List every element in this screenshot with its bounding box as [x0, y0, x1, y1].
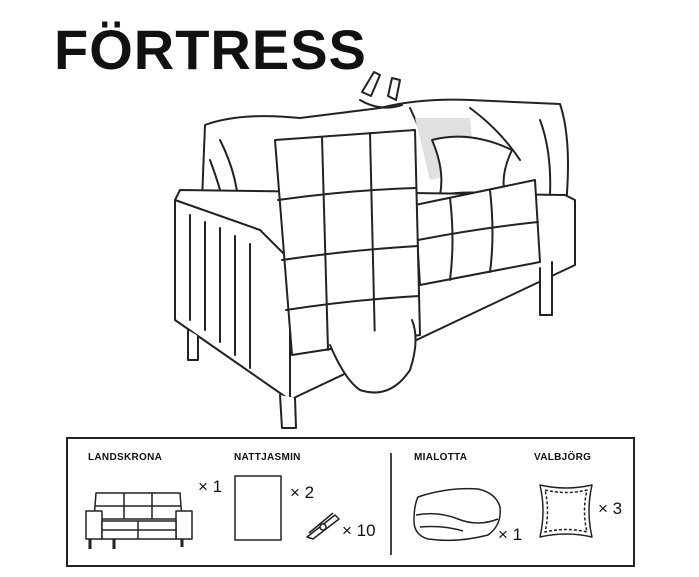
clothespin-icon	[306, 512, 340, 540]
part-label-valbjorg: VALBJÖRG	[534, 452, 592, 463]
qty-mialotta: × 1	[498, 525, 523, 544]
part-label-landskrona: LANDSKRONA	[88, 452, 163, 463]
mattress-icon	[234, 475, 282, 541]
qty-valbjorg: × 3	[598, 499, 623, 518]
parts-divider	[390, 453, 392, 555]
qty-landskrona: × 1	[198, 477, 223, 496]
pillow-icon	[539, 484, 593, 538]
folded-blanket-icon	[413, 487, 501, 542]
sofa-leg	[279, 394, 297, 429]
qty-nattjasmin: × 2	[290, 483, 315, 502]
sofa-leg	[187, 329, 199, 361]
title: FÖRTRESS	[54, 18, 367, 81]
qty-clothespin: × 10	[342, 521, 376, 540]
fort-sofa-illustration	[174, 71, 576, 429]
hanging-cloth	[329, 319, 417, 394]
sofa-leg	[539, 261, 553, 316]
clothespins-top	[359, 71, 403, 109]
sofa-icon	[85, 492, 193, 549]
standing-mattress	[274, 129, 421, 356]
part-label-mialotta: MIALOTTA	[414, 452, 468, 463]
parts-list-box: LANDSKRONA × 1 NATTJASMIN × 2 × 10 MIALO…	[66, 437, 635, 567]
pillow	[431, 135, 513, 196]
part-label-nattjasmin: NATTJASMIN	[234, 452, 301, 463]
